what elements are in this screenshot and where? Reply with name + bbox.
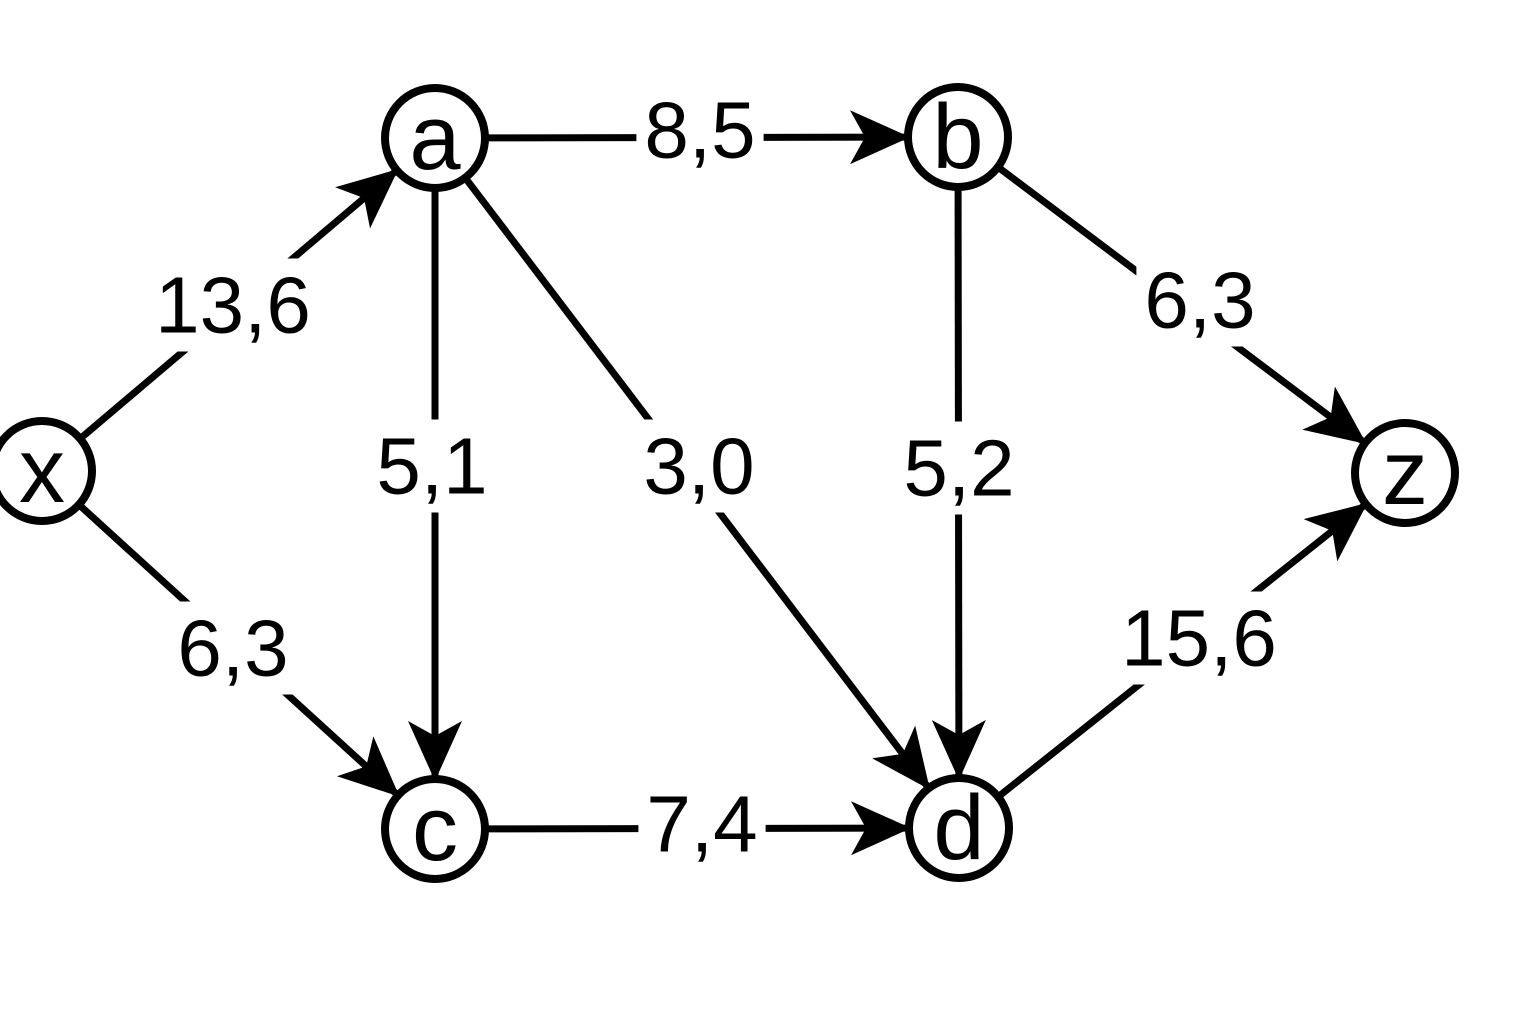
edge-label-backing	[1113, 591, 1285, 685]
edge-weight-label-x-a: 13,6	[155, 261, 311, 350]
node-b: b	[904, 83, 1012, 191]
edge-label-backing	[169, 601, 297, 695]
node-letter-x: x	[19, 420, 65, 522]
node-circle-z	[1351, 419, 1459, 527]
edge-weight-label-a-d: 3,0	[643, 422, 754, 511]
nodes-layer: x a b c d z	[0, 83, 1459, 883]
edge-label-backing	[368, 419, 496, 513]
node-letter-z: z	[1382, 422, 1428, 524]
node-letter-d: d	[933, 777, 984, 879]
edge-label-backing	[147, 258, 319, 352]
node-circle-a	[381, 84, 489, 192]
edge-label-backing	[895, 421, 1023, 515]
edge-weight-label-c-d: 7,4	[646, 780, 757, 869]
edge-weight-label-a-c: 5,1	[376, 422, 487, 511]
edge-weight-label-b-z: 6,3	[1144, 256, 1255, 345]
edge-label-backing	[1136, 253, 1264, 347]
node-letter-a: a	[409, 87, 461, 189]
edge-weight-label-b-d: 5,2	[903, 424, 1014, 513]
node-z: z	[1351, 419, 1459, 527]
edge-weight-label-x-c: 6,3	[177, 604, 288, 693]
node-letter-c: c	[412, 778, 458, 880]
node-circle-c	[381, 775, 489, 883]
edge-weight-label-a-b: 8,5	[644, 86, 755, 175]
edge-label-backing	[638, 777, 766, 871]
node-circle-b	[904, 83, 1012, 191]
node-circle-d	[905, 774, 1013, 882]
edge-label-backing	[635, 419, 763, 513]
edge-labels-layer: 13,6 6,3 8,5 5,1 3,0 5,2 6,3 7,4 15,6	[147, 83, 1285, 871]
edge-weight-label-d-z: 15,6	[1121, 594, 1277, 683]
edge-label-backing	[636, 83, 764, 177]
node-x: x	[0, 417, 96, 525]
node-d: d	[905, 774, 1013, 882]
node-a: a	[381, 84, 489, 192]
node-letter-b: b	[932, 86, 983, 188]
node-c: c	[381, 775, 489, 883]
node-circle-x	[0, 417, 96, 525]
